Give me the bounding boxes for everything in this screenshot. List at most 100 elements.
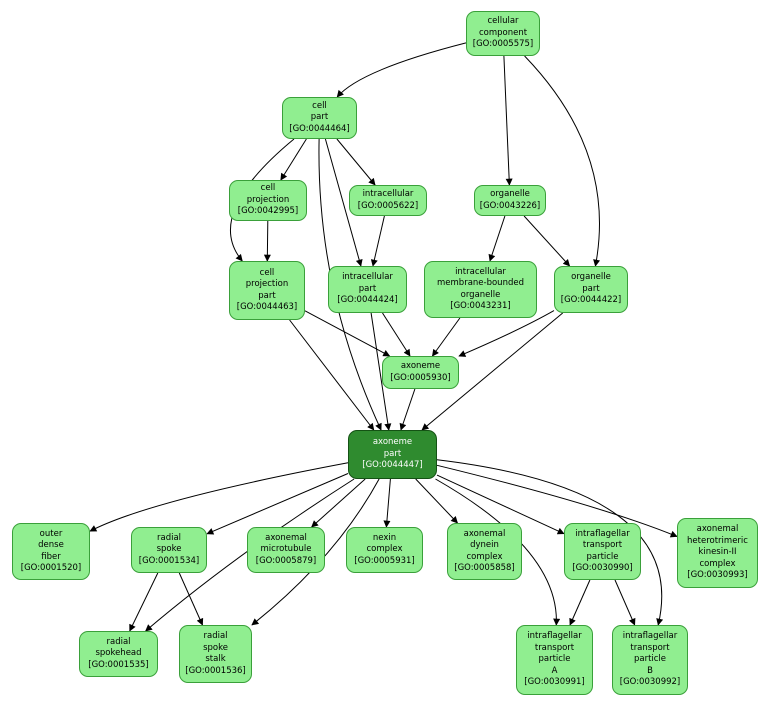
edge-cellular-component-organelle-part — [524, 55, 601, 267]
node-label-line: axonemal — [696, 524, 739, 535]
node-go-id: [GO:0030992] — [619, 677, 681, 688]
node-label-line: cell — [312, 100, 327, 111]
edge-intracellular-part-axoneme-part — [370, 312, 392, 431]
node-go-id: [GO:0005575] — [472, 39, 534, 50]
edge-cell-part-cell-projection — [280, 138, 307, 181]
node-label-line: membrane-bounded — [437, 278, 524, 288]
node-label-line: part — [258, 290, 276, 301]
node-label-line: transport — [582, 540, 623, 550]
node-label-line: organelle — [460, 289, 501, 300]
node-label-line: projection — [245, 279, 289, 289]
node-label-line: organelle — [490, 189, 530, 199]
node-go-id: [GO:0044424] — [337, 295, 398, 306]
node-label-line: cell — [259, 267, 275, 278]
edge-cell-projection-part-axoneme-part — [289, 319, 375, 431]
node-label-line: fiber — [41, 551, 61, 562]
node-go-id: [GO:0005931] — [354, 555, 415, 566]
node-label-line: projection — [246, 194, 290, 205]
edge-axoneme-part-axonemal-dynein-complex — [415, 478, 458, 524]
edge-intraflagellar-transport-particle-intraflagellar-transport-particle-a — [569, 579, 591, 626]
edge-axoneme-part-axonemal-heterotrimeric-kinesin-ii-complex — [436, 464, 678, 538]
edge-cell-part-intracellular — [336, 138, 376, 186]
edge-axoneme-part-axonemal-microtubule — [311, 478, 366, 528]
node-label-line: spoke — [156, 544, 182, 555]
node-label-line: radial — [203, 631, 228, 641]
edge-intracellular-intracellular-part — [370, 215, 385, 267]
node-label-line: intraflagellar — [575, 528, 630, 539]
node-go-id: [GO:0030990] — [572, 563, 633, 573]
node-label-line: transport — [534, 642, 575, 653]
edge-organelle-part-axoneme-part — [421, 312, 564, 431]
node-label-line: heterotrimeric — [687, 535, 748, 546]
node-go-id: [GO:0001534] — [138, 555, 200, 566]
node-label-line: dense — [38, 540, 64, 550]
node-go-id: [GO:0043226] — [479, 200, 541, 211]
node-label-line: complex — [366, 544, 403, 555]
edge-cellular-component-cell-part — [336, 42, 467, 98]
node-label-line: outer — [39, 528, 63, 539]
node-label-line: nexin — [372, 532, 397, 543]
node-label-line: transport — [630, 642, 670, 653]
node-go-id: [GO:0030991] — [524, 677, 585, 688]
node-label-line: intracellular — [342, 272, 393, 283]
node-organelle[interactable]: organelle[GO:0043226] — [474, 185, 546, 216]
edge-organelle-organelle-part — [523, 215, 571, 267]
node-label-line: kinesin-II — [698, 547, 737, 558]
node-label-line: axoneme — [372, 437, 413, 448]
node-label-line: complex — [699, 558, 736, 569]
edge-cellular-component-organelle — [503, 55, 513, 186]
node-go-id: [GO:0044447] — [362, 460, 423, 471]
node-go-id: [GO:0044422] — [560, 295, 622, 306]
node-label-line: B — [647, 665, 653, 676]
node-go-id: [GO:0044464] — [289, 123, 350, 134]
node-go-id: [GO:0043231] — [450, 301, 511, 311]
node-label-line: stalk — [205, 654, 226, 664]
node-go-id: [GO:0044463] — [236, 302, 298, 312]
edge-axoneme-axoneme-part — [399, 388, 416, 431]
node-label-line: part — [582, 283, 600, 294]
edge-cell-projection-cell-projection-part — [263, 220, 271, 262]
node-label-line: component — [478, 27, 528, 38]
edge-cell-projection-part-axoneme — [304, 310, 391, 357]
edge-radial-spoke-radial-spoke-stalk — [178, 572, 204, 626]
node-label-line: intraflagellar — [527, 631, 582, 642]
edge-intraflagellar-transport-particle-intraflagellar-transport-particle-b — [614, 579, 636, 626]
edge-axoneme-part-radial-spokehead — [145, 478, 355, 632]
edge-axoneme-part-radial-spoke-stalk — [251, 478, 380, 626]
node-label-line: particle — [538, 654, 571, 665]
node-label-line: particle — [633, 654, 667, 665]
edge-axoneme-part-intraflagellar-transport-particle — [436, 474, 565, 535]
node-go-id: [GO:0001536] — [185, 665, 246, 676]
node-label-line: particle — [586, 551, 619, 562]
node-intracellular[interactable]: intracellular[GO:0005622] — [349, 185, 427, 216]
edge-axoneme-part-nexin-complex — [383, 478, 391, 528]
node-label-line: complex — [466, 551, 503, 562]
node-axoneme[interactable]: axoneme[GO:0005930] — [382, 356, 459, 389]
node-label-line: A — [551, 665, 558, 676]
edge-axoneme-part-outer-dense-fiber — [89, 462, 349, 532]
node-label-line: part — [358, 283, 377, 294]
node-label-line: spoke — [203, 642, 228, 653]
edge-cell-part-intracellular-part — [324, 138, 363, 267]
